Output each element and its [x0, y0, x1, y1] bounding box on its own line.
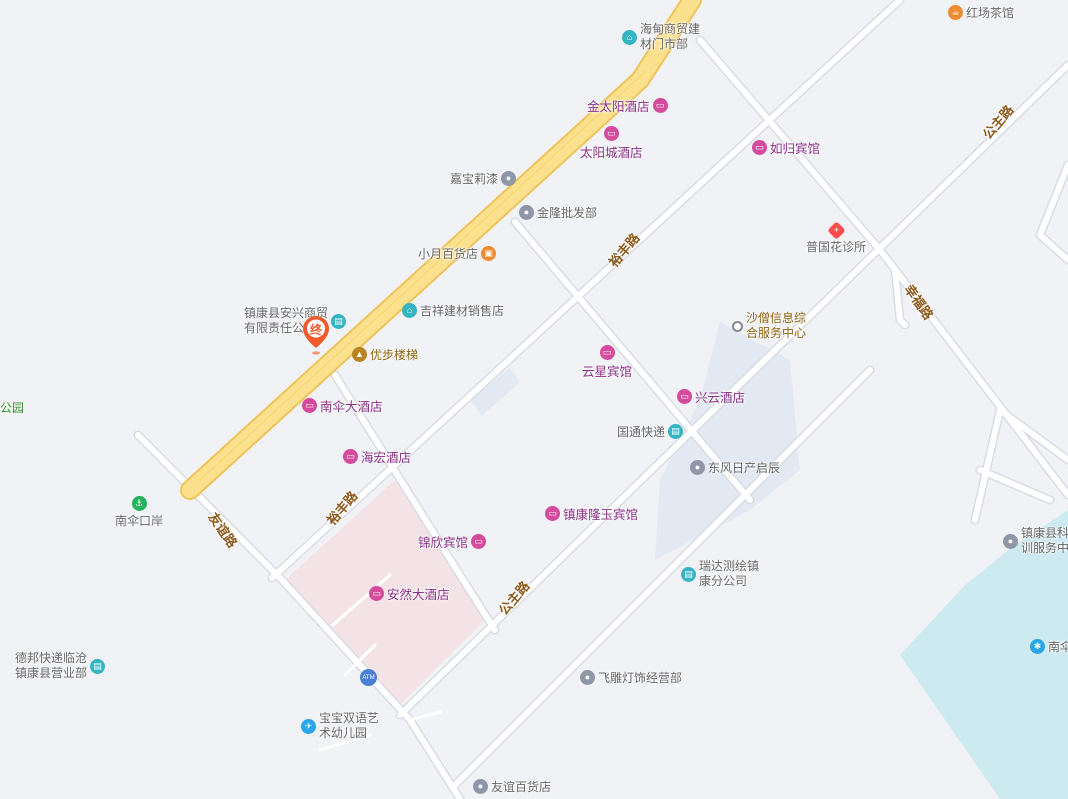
place-icon: ●	[1003, 533, 1018, 549]
poi-xiaoyue-store[interactable]: ▣ 小月百货店	[418, 245, 497, 262]
hotel-icon: ▭	[369, 586, 384, 601]
hotel-icon: ▭	[677, 389, 692, 404]
place-icon: ●	[519, 205, 534, 220]
poi-label: 公园	[0, 401, 25, 415]
poi-label: 小月百货店	[418, 247, 479, 261]
hotel-icon: ▭	[471, 534, 487, 549]
poi-label: 如归宾馆	[770, 142, 821, 156]
company-icon: ▤	[668, 424, 684, 439]
poi-jixiang-building[interactable]: ⌂ 吉祥建材销售店	[402, 302, 504, 319]
map-pin-icon	[303, 316, 329, 355]
poi-nansan-right[interactable]: ✱ 南伞	[1030, 638, 1068, 655]
poi-label: 金太阳酒店	[587, 100, 650, 114]
hotel-icon: ▭	[302, 398, 317, 413]
poi-label: 瑞达测绘镇 康分公司	[699, 559, 760, 588]
dot-icon	[732, 320, 743, 332]
place-icon: ●	[690, 460, 705, 475]
poi-label: 云星宾馆	[582, 365, 633, 379]
poi-label: 海甸商贸建 材门市部	[640, 22, 701, 51]
poi-jinxin-hotel[interactable]: ▭ 锦欣宾馆	[418, 532, 487, 551]
teahouse-icon: ☕	[948, 5, 963, 20]
company-icon: ▤	[681, 566, 696, 582]
school-icon: ✈	[301, 718, 316, 734]
poi-label: 红场茶馆	[966, 6, 1015, 20]
place-icon: ●	[501, 171, 517, 186]
poi-label: 东风日产启辰	[708, 461, 781, 475]
poi-label: 国通快递	[617, 425, 666, 439]
poi-label: 南伞	[1048, 640, 1068, 654]
poi-jiabao-paint[interactable]: ● 嘉宝莉漆	[450, 170, 517, 187]
hotel-icon: ▭	[603, 126, 619, 141]
poi-label: 南伞口岸	[115, 514, 164, 528]
poi-xingyun-hotel[interactable]: ▭ 兴云酒店	[677, 387, 745, 406]
poi-label: 安然大酒店	[387, 588, 450, 602]
poi-nansan-port[interactable]: ⚓ 南伞口岸	[115, 496, 163, 529]
hotel-icon: ▭	[545, 506, 560, 521]
poi-guotong-express[interactable]: ▤ 国通快递	[617, 423, 684, 440]
poi-puguohua-clinic[interactable]: + 普国花诊所	[806, 221, 867, 255]
poi-label: 优步楼梯	[370, 348, 419, 362]
poi-baobao-kindergarten[interactable]: ✈ 宝宝双语艺 术幼儿园	[301, 711, 379, 741]
hotel-icon: ▭	[343, 449, 358, 464]
poi-haidian-mart[interactable]: ⌂ 海甸商贸建 材门市部	[622, 22, 700, 52]
home-icon: ⌂	[402, 303, 417, 318]
hotel-icon: ▭	[599, 345, 615, 360]
poi-label: 飞雕灯饰经营部	[598, 671, 683, 685]
poi-shaseng-center[interactable]: 沙僧信息综 合服务中心	[732, 311, 806, 341]
scenic-icon: ✱	[1030, 639, 1045, 654]
poi-label: 嘉宝莉漆	[450, 172, 499, 186]
end-marker-label: 终	[309, 323, 322, 337]
poi-anran-hotel[interactable]: ▭ 安然大酒店	[369, 584, 450, 603]
poi-label: 吉祥建材销售店	[420, 304, 505, 318]
end-location-marker[interactable]: 终	[303, 316, 329, 356]
poi-label: 德邦快递临沧 镇康县营业部	[15, 651, 88, 680]
poi-hongchang-tea[interactable]: ☕ 红场茶馆	[948, 4, 1014, 21]
poi-dongfeng-qichen[interactable]: ● 东风日产启辰	[690, 459, 780, 476]
poi-label: 兴云酒店	[695, 391, 746, 405]
poi-jintaiyang-hotel[interactable]: ▭ 金太阳酒店	[587, 96, 668, 115]
clinic-icon: +	[826, 221, 846, 240]
poi-taiyangcheng-hotel[interactable]: ▭ 太阳城酒店	[580, 126, 643, 161]
poi-label: 太阳城酒店	[580, 146, 643, 160]
poi-longyu-hotel[interactable]: ▭ 镇康隆玉宾馆	[545, 504, 638, 523]
poi-debang-express[interactable]: ▤ 德邦快递临沧 镇康县营业部	[15, 651, 106, 681]
poi-youyi-store[interactable]: ● 友谊百货店	[473, 778, 551, 795]
place-icon: ●	[473, 779, 488, 794]
poi-label: 宝宝双语艺 术幼儿园	[319, 711, 380, 740]
poi-atm[interactable]: ATM	[360, 669, 377, 686]
poi-feidiao-lighting[interactable]: ● 飞雕灯饰经营部	[580, 669, 682, 686]
poi-label: 镇康县安兴商贸 有限责任公	[244, 306, 329, 335]
poi-label: 友谊百货店	[491, 780, 552, 794]
poi-label: 沙僧信息综 合服务中心	[746, 311, 807, 340]
poi-nansan-hotel[interactable]: ▭ 南伞大酒店	[302, 396, 383, 415]
port-icon: ⚓	[131, 496, 147, 511]
poi-anxing-trade[interactable]: ▤ 镇康县安兴商贸 有限责任公	[244, 306, 347, 336]
poi-label: 金隆批发部	[537, 206, 598, 220]
atm-icon: ATM	[360, 669, 377, 686]
poi-label: 海宏酒店	[361, 451, 412, 465]
shop-icon: ▣	[481, 246, 497, 261]
poi-yunxing-hotel[interactable]: ▭ 云星宾馆	[582, 345, 632, 380]
poi-jinlong-wholesale[interactable]: ● 金隆批发部	[519, 204, 597, 221]
home-icon: ⌂	[622, 29, 637, 45]
poi-youbu-elevator[interactable]: ▲ 优步楼梯	[352, 346, 418, 363]
building-icon: ▲	[352, 347, 367, 362]
company-icon: ▤	[90, 658, 106, 674]
poi-zhenkang-training[interactable]: ● 镇康县科 训服务中	[1003, 526, 1068, 556]
poi-label: 普国花诊所	[806, 240, 867, 254]
poi-park[interactable]: 公园	[0, 399, 24, 416]
poi-label: 锦欣宾馆	[418, 536, 469, 550]
poi-label: 南伞大酒店	[320, 400, 383, 414]
poi-ruida-survey[interactable]: ▤ 瑞达测绘镇 康分公司	[681, 559, 759, 589]
place-icon: ●	[580, 670, 595, 685]
hotel-icon: ▭	[752, 140, 767, 155]
poi-label: 镇康县科 训服务中	[1021, 526, 1068, 555]
poi-rugui-hotel[interactable]: ▭ 如归宾馆	[752, 138, 820, 157]
company-icon: ▤	[331, 313, 347, 329]
poi-haihong-hotel[interactable]: ▭ 海宏酒店	[343, 447, 411, 466]
poi-label: 镇康隆玉宾馆	[563, 508, 639, 522]
hotel-icon: ▭	[652, 98, 668, 113]
